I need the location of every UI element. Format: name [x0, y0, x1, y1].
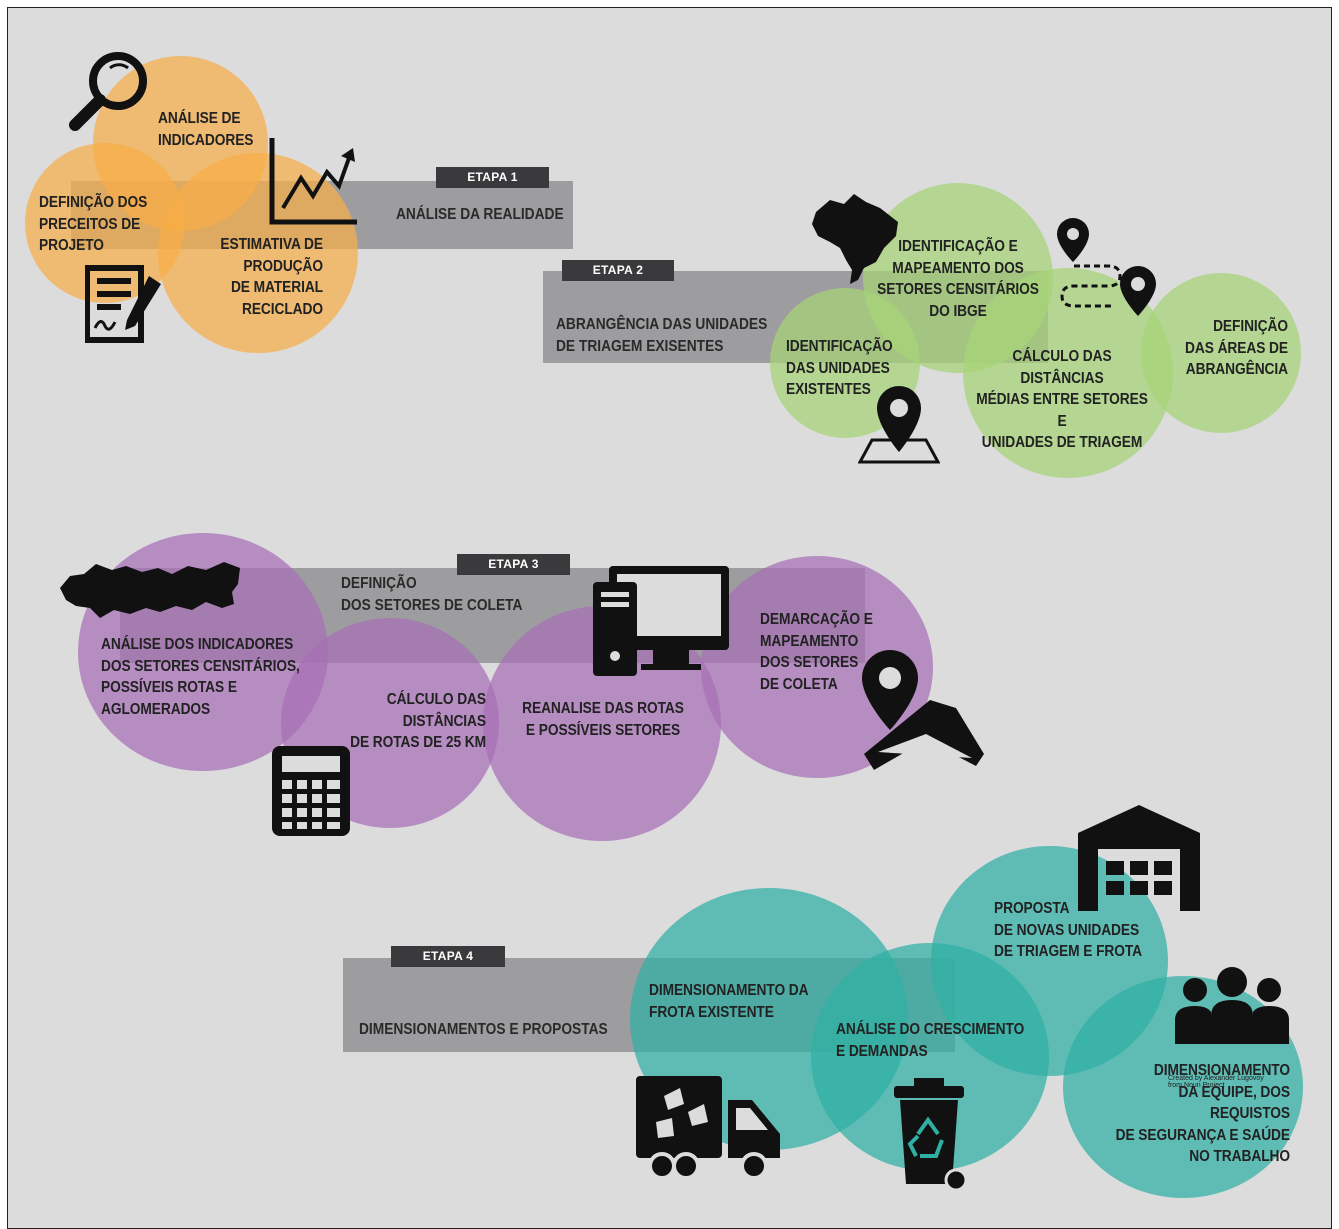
etapa1-band-title: ANÁLISE DA REALIDADE	[396, 206, 564, 223]
warehouse-icon	[1078, 805, 1200, 911]
etapa3-item-calculo: CÁLCULO DAS DISTÂNCIAS DE ROTAS DE 25 KM	[350, 691, 486, 751]
etapa2-band-title: ABRANGÊNCIA DAS UNIDADES DE TRIAGEM EXIS…	[556, 316, 768, 355]
growth-chart-icon	[269, 138, 357, 225]
map-location-icon	[862, 650, 984, 770]
etapa3-tag: ETAPA 3	[457, 554, 570, 575]
etapa1-item-indicadores: ANÁLISE DE INDICADORES	[158, 110, 254, 149]
calculator-icon	[272, 746, 350, 836]
etapa4-item-proposta: PROPOSTA DE NOVAS UNIDADES DE TRIAGEM E …	[994, 900, 1143, 960]
icon-credit: Created by Alexander Lugovoy from Noun P…	[1168, 1075, 1264, 1089]
etapa3-item-demarcacao: DEMARCAÇÃO E MAPEAMENTO DOS SETORES DE C…	[760, 611, 873, 693]
etapa2-item-abrangencia: DEFINIÇÃO DAS ÁREAS DE ABRANGÊNCIA	[1185, 318, 1288, 378]
etapa2-item-distancias: CÁLCULO DAS DISTÂNCIAS MÉDIAS ENTRE SETO…	[976, 348, 1148, 451]
etapa1-item-preceitos: DEFINIÇÃO DOS PRECEITOS DE PROJETO	[39, 194, 148, 254]
etapa3-item-indicadores: ANÁLISE DOS INDICADORES DOS SETORES CENS…	[101, 636, 300, 718]
recycling-truck-icon	[636, 1076, 780, 1180]
map-pin-icon	[858, 386, 940, 464]
computer-icon	[593, 566, 729, 676]
etapa2-tag: ETAPA 2	[562, 260, 674, 281]
brazil-map-icon	[812, 194, 898, 284]
document-signature-icon	[85, 265, 161, 343]
etapa1-circle-preceitos	[25, 143, 185, 303]
etapa1-tag: ETAPA 1	[436, 167, 549, 188]
etapa2-item-setores: IDENTIFICAÇÃO E MAPEAMENTO DOS SETORES C…	[877, 238, 1039, 320]
etapa1-circle-estimativa	[158, 153, 358, 353]
etapa3-item-reanalise: REANALISE DAS ROTAS E POSSÍVEIS SETORES	[522, 700, 684, 739]
etapa3-band-title: DEFINIÇÃO DOS SETORES DE COLETA	[341, 575, 523, 614]
state-map-icon	[60, 562, 240, 618]
etapa1-item-estimativa: ESTIMATIVA DE PRODUÇÃO DE MATERIAL RECIC…	[220, 236, 323, 318]
etapa4-item-crescimento: ANÁLISE DO CRESCIMENTO E DEMANDAS	[836, 1021, 1025, 1060]
etapa4-tag: ETAPA 4	[391, 946, 505, 967]
magnifier-icon	[69, 52, 147, 131]
etapa2-item-unidades: IDENTIFICAÇÃO DAS UNIDADES EXISTENTES	[786, 338, 893, 398]
recycle-bin-icon	[894, 1078, 968, 1192]
etapa2-circle-abrangencia	[1141, 273, 1301, 433]
etapa4-band-title: DIMENSIONAMENTOS E PROPOSTAS	[359, 1021, 608, 1038]
etapa4-item-equipe: DIMENSIONAMENTO DA EQUIPE, DOS REQUISTOS…	[1115, 1062, 1290, 1165]
route-pins-icon	[1057, 218, 1156, 316]
team-icon	[1175, 967, 1289, 1044]
etapa4-item-frota: DIMENSIONAMENTO DA FROTA EXISTENTE	[649, 982, 809, 1021]
process-diagram: ETAPA 1 ANÁLISE DA REALIDADE ANÁLISE DE …	[7, 7, 1332, 1229]
